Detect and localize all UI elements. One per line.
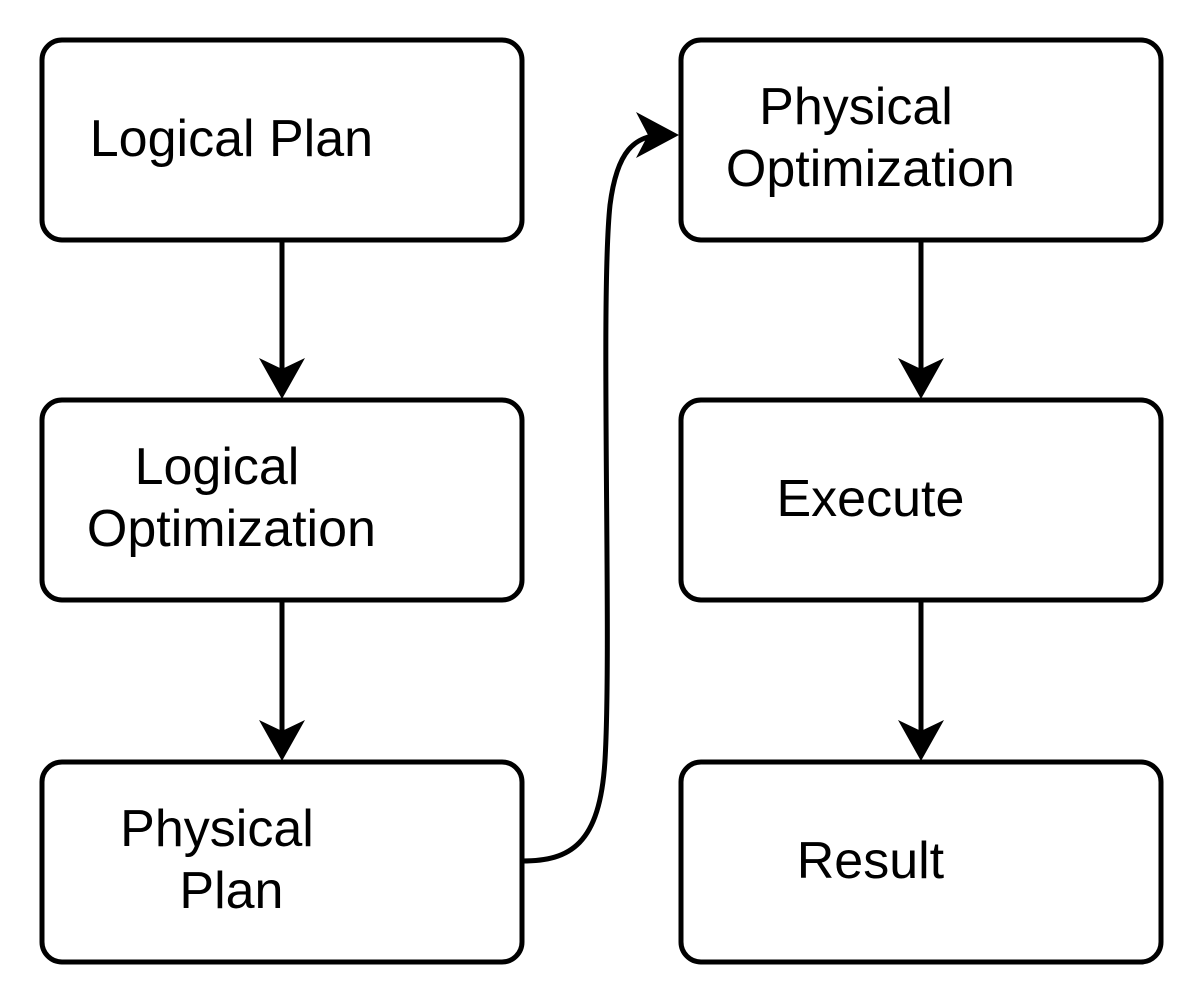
node-execute[interactable]: Execute [678,397,1164,603]
node-label-physical-plan: Physical Plan [120,800,444,920]
node-logical-optimization[interactable]: Logical Optimization [39,397,525,603]
node-label-physical-optimization: Physical Optimization [726,78,1116,198]
arrowhead-down-icon [898,720,944,761]
node-result[interactable]: Result [678,759,1164,965]
edge-curve [521,132,663,864]
node-label-logical-plan: Logical Plan [90,110,474,168]
node-shape[interactable] [678,759,1164,965]
node-physical-plan[interactable]: Physical Plan [39,759,525,965]
node-physical-optimization[interactable]: Physical Optimization [678,37,1164,243]
edge-logical-optimization-to-physical-plan [259,600,305,761]
node-label-execute: Execute [776,470,1065,528]
node-shape[interactable] [39,37,525,243]
edge-execute-to-result [898,600,944,761]
arrowhead-right-icon [636,112,679,158]
node-label-result: Result [797,832,1046,890]
arrowhead-down-icon [259,720,305,761]
node-shape[interactable] [678,37,1164,243]
edge-physical-plan-to-physical-optimization [521,112,679,864]
arrowhead-down-icon [259,358,305,399]
node-shape[interactable] [678,397,1164,603]
node-label-logical-optimization: Logical Optimization [87,438,477,558]
node-logical-plan[interactable]: Logical Plan [39,37,525,243]
edge-logical-plan-to-logical-optimization [259,240,305,399]
node-shape[interactable] [39,759,525,965]
edge-physical-optimization-to-execute [898,240,944,399]
node-shape[interactable] [39,397,525,603]
arrowhead-down-icon [898,358,944,399]
